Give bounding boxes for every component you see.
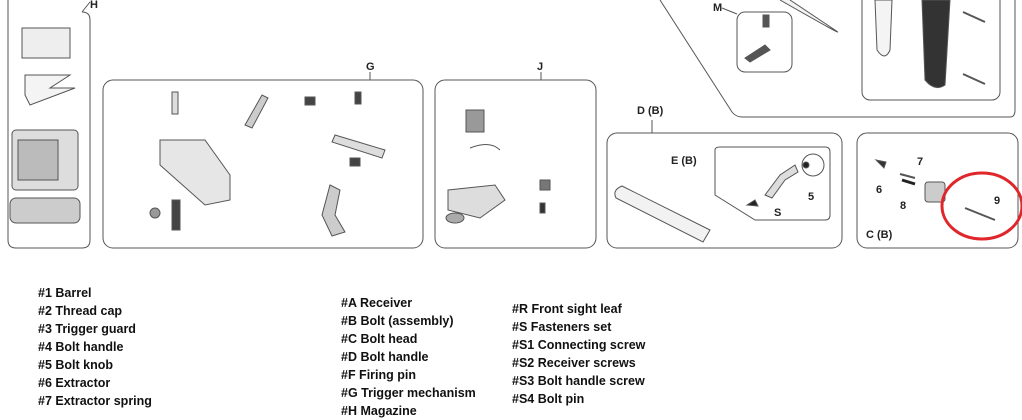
- legend-column-2: #A Receiver #B Bolt (assembly) #C Bolt h…: [341, 294, 476, 420]
- legend-item: #1 Barrel: [38, 286, 92, 300]
- callout-d: D (B): [637, 105, 664, 117]
- legend-item: #S4 Bolt pin: [512, 392, 585, 406]
- legend-item: #4 Bolt handle: [38, 340, 124, 354]
- legend-item: #S3 Bolt handle screw: [512, 374, 645, 388]
- legend-item: #6 Extractor: [38, 376, 111, 390]
- callout-m: M: [713, 2, 722, 14]
- legend-item: #C Bolt head: [341, 332, 418, 346]
- legend-item: #B Bolt (assembly): [341, 314, 454, 328]
- callout-8: 8: [900, 200, 906, 212]
- callout-5: 5: [808, 191, 814, 203]
- legend-item: #7 Extractor spring: [38, 394, 152, 408]
- legend-item: #2 Thread cap: [38, 304, 123, 318]
- legend-item: #A Receiver: [341, 296, 413, 310]
- legend-item: #G Trigger mechanism: [341, 386, 476, 400]
- callout-6: 6: [876, 184, 882, 196]
- callout-7: 7: [917, 156, 923, 168]
- group-g-trigger: [102, 72, 424, 249]
- legend-item: #S1 Connecting screw: [512, 338, 646, 352]
- legend-item: #D Bolt handle: [341, 350, 429, 364]
- callout-c: C (B): [866, 229, 893, 241]
- legend-item: #H Magazine: [341, 404, 417, 418]
- legend-item: #F Firing pin: [341, 368, 416, 382]
- callout-s: S: [774, 207, 781, 219]
- legend-item: #R Front sight leaf: [512, 302, 622, 316]
- highlight-circle: [940, 171, 1022, 241]
- legend-item: #5 Bolt knob: [38, 358, 114, 372]
- callout-9: 9: [994, 195, 1000, 207]
- callout-g: G: [366, 61, 375, 73]
- group-stock: [659, 0, 1016, 118]
- exploded-parts-diagram: H G J M D (B) E (B) 5 S 6 7 8 9 C (B): [7, 0, 1022, 249]
- legend-item: #S2 Receiver screws: [512, 356, 636, 370]
- legend-item: #3 Trigger guard: [38, 322, 136, 336]
- legend-column-1: #1 Barrel #2 Thread cap #3 Trigger guard…: [38, 284, 152, 410]
- group-j: [434, 72, 597, 249]
- group-h-magazine: [7, 0, 91, 249]
- callout-e: E (B): [671, 155, 697, 167]
- callout-h: H: [90, 0, 98, 11]
- group-d-bolt-handle: [606, 120, 843, 249]
- legend-column-3: #R Front sight leaf #S Fasteners set #S1…: [512, 300, 645, 408]
- callout-j: J: [537, 61, 543, 73]
- legend-item: #S Fasteners set: [512, 320, 612, 334]
